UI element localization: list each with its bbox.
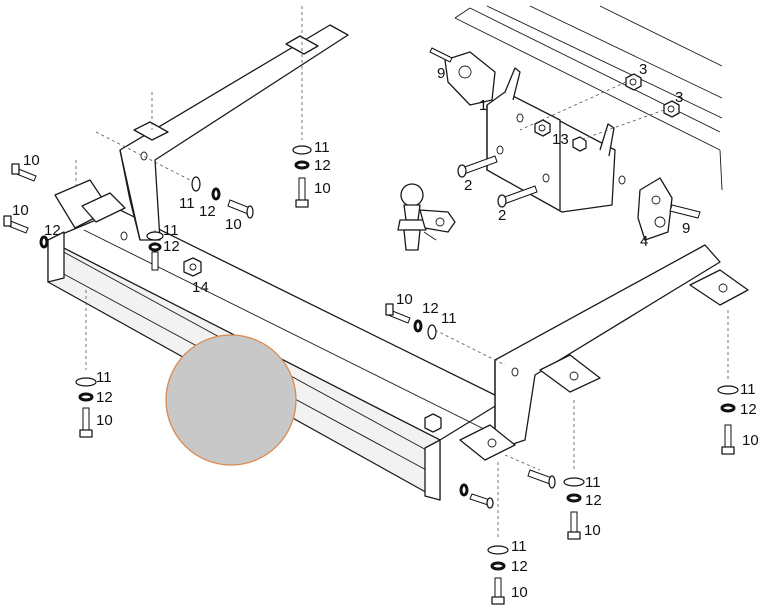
fastener-stack-bottom-center — [487, 545, 509, 605]
fastener-set-right — [527, 469, 556, 489]
fastener-stack-left-lower — [75, 377, 97, 438]
callout-10-bottom-right: 10 — [584, 522, 601, 539]
callout-14: 14 — [192, 279, 209, 296]
callout-11-left-lower: 11 — [96, 369, 112, 386]
leader-3a — [519, 81, 627, 131]
side-plate-9-top — [429, 47, 496, 106]
callout-11-top-center: 11 — [314, 139, 330, 156]
callout-12-left-mid: 12 — [163, 238, 180, 255]
image-placeholder-circle — [165, 334, 297, 466]
callout-2-a: 2 — [464, 177, 472, 194]
callout-12-top-center: 12 — [314, 157, 331, 174]
leader-3b — [579, 109, 665, 141]
callout-3-a: 3 — [639, 61, 647, 78]
right-mounting-arm — [459, 244, 749, 461]
callout-11-bottom-center: 11 — [511, 538, 527, 555]
leader-lines — [75, 6, 729, 540]
bolt-2-b — [497, 185, 538, 208]
fastener-stack-right — [717, 385, 739, 455]
nut-13 — [534, 119, 587, 152]
fastener-stack-bottom-right — [563, 477, 585, 540]
callout-12-left-lower: 12 — [96, 389, 113, 406]
nut-3-a — [625, 73, 642, 91]
callout-10-top-center: 10 — [314, 180, 331, 197]
callout-12-bottom-center: 12 — [511, 558, 528, 575]
callout-4: 4 — [640, 233, 648, 250]
callout-11-right: 11 — [740, 381, 756, 398]
fastener-set-left-arm — [191, 176, 254, 219]
callout-labels: 9 1 3 3 13 2 2 4 9 14 10 10 12 11 12 10 … — [12, 61, 759, 601]
fastener-stack-top-center — [292, 145, 312, 208]
left-end-plate — [54, 179, 126, 229]
callout-10-left: 10 — [12, 202, 29, 219]
callout-10-bottom-center: 10 — [511, 584, 528, 601]
side-plate-4 — [637, 177, 701, 241]
callout-10-left-lower: 10 — [96, 412, 113, 429]
callout-11-left-mid: 11 — [163, 222, 179, 239]
callout-12-left-arm: 12 — [199, 203, 216, 220]
callout-11-center: 11 — [441, 310, 457, 327]
nut-lower-center — [424, 413, 442, 433]
callout-2-b: 2 — [498, 207, 506, 224]
bolt-2-a — [457, 155, 498, 178]
tow-ball-assembly — [397, 183, 456, 251]
callout-10-right: 10 — [742, 432, 759, 449]
fastener-set-bottom — [459, 483, 494, 509]
callout-12-left: 12 — [44, 222, 61, 239]
nut-14 — [183, 257, 202, 277]
callout-12-right: 12 — [740, 401, 757, 418]
callout-11-left-arm: 11 — [179, 195, 195, 212]
fastener-stack-left-mid — [146, 231, 164, 271]
callout-9-right: 9 — [682, 220, 690, 237]
callout-3-b: 3 — [675, 89, 683, 106]
fastener-set-center — [385, 303, 437, 340]
fastener-set-left-top — [11, 163, 37, 182]
callout-10-left-arm: 10 — [225, 216, 242, 233]
callout-1: 1 — [479, 97, 487, 114]
callout-12-bottom-right: 12 — [585, 492, 602, 509]
callout-12-center: 12 — [422, 300, 439, 317]
nut-3-b — [663, 100, 680, 118]
fastener-set-left-side — [3, 215, 49, 249]
callout-9-top: 9 — [437, 65, 445, 82]
callout-10-top-left: 10 — [23, 152, 40, 169]
callout-13: 13 — [552, 131, 569, 148]
callout-11-bottom-right: 11 — [585, 474, 601, 491]
callout-10-center: 10 — [396, 291, 413, 308]
